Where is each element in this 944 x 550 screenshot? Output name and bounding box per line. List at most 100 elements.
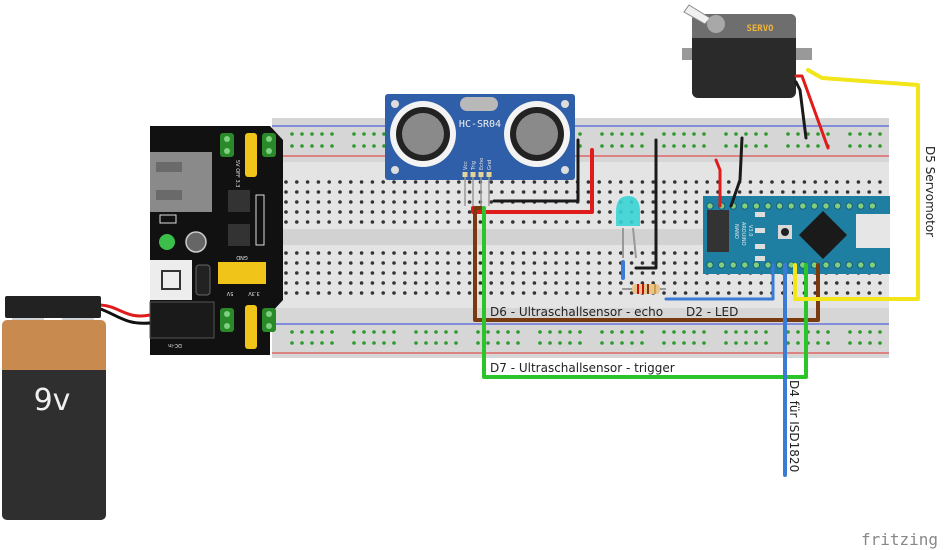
breadboard-hole bbox=[413, 291, 418, 295]
breadboard-hole bbox=[305, 180, 310, 184]
breadboard-hole bbox=[467, 271, 472, 275]
bottom-voltage-jumper[interactable] bbox=[245, 305, 257, 349]
breadboard-hole bbox=[630, 144, 634, 148]
breadboard-hole bbox=[802, 180, 807, 184]
breadboard-hole bbox=[640, 190, 645, 194]
breadboard-hole bbox=[744, 144, 748, 148]
breadboard-hole bbox=[338, 251, 342, 255]
breadboard-hole bbox=[349, 190, 353, 194]
wire-servo-power bbox=[794, 74, 830, 150]
mini-usb-port bbox=[856, 214, 890, 248]
sensor-pin-label: Vcc bbox=[463, 161, 469, 170]
breadboard-hole bbox=[600, 132, 604, 136]
breadboard-hole bbox=[597, 180, 601, 184]
breadboard-hole bbox=[414, 341, 418, 345]
breadboard-hole bbox=[548, 341, 552, 345]
nano-pins bbox=[706, 202, 877, 269]
breadboard-hole bbox=[597, 190, 601, 194]
breadboard-hole bbox=[310, 330, 314, 334]
breadboard-hole bbox=[554, 271, 558, 275]
breadboard-hole bbox=[806, 144, 810, 148]
breadboard-hole bbox=[724, 341, 728, 345]
breadboard-hole bbox=[457, 251, 461, 255]
breadboard-hole bbox=[290, 132, 294, 136]
breadboard-hole bbox=[662, 210, 666, 214]
breadboard-hole bbox=[359, 220, 364, 224]
breadboard-hole bbox=[424, 190, 429, 194]
breadboard-hole bbox=[316, 281, 321, 285]
breadboard-hole bbox=[496, 341, 500, 345]
breadboard-hole bbox=[816, 330, 820, 334]
breadboard-hole bbox=[716, 291, 720, 295]
breadboard-hole bbox=[435, 281, 440, 285]
breadboard-hole bbox=[786, 144, 790, 148]
breadboard-hole bbox=[352, 132, 356, 136]
breadboard-hole bbox=[467, 200, 472, 204]
breadboard-hole bbox=[457, 190, 461, 194]
breadboard-hole bbox=[597, 281, 601, 285]
sensor-pin-label: Echo bbox=[479, 158, 485, 170]
breadboard-hole bbox=[284, 291, 288, 295]
breadboard-hole bbox=[424, 281, 429, 285]
breadboard-hole bbox=[338, 281, 342, 285]
breadboard-hole bbox=[381, 220, 386, 224]
breadboard-hole bbox=[506, 341, 510, 345]
breadboard-hole bbox=[640, 281, 645, 285]
breadboard-hole bbox=[824, 190, 828, 194]
battery-body bbox=[2, 370, 106, 520]
breadboard-hole bbox=[457, 281, 461, 285]
board-name: ARDUINO bbox=[740, 222, 746, 246]
breadboard-hole bbox=[826, 132, 830, 136]
power-switch[interactable] bbox=[150, 260, 192, 300]
breadboard-hole bbox=[640, 341, 644, 345]
breadboard-hole bbox=[305, 190, 310, 194]
nano-top-pin-tx1 bbox=[868, 202, 877, 210]
breadboard-hole bbox=[381, 251, 386, 255]
breadboard-hole bbox=[300, 341, 304, 345]
breadboard-hole bbox=[878, 180, 882, 184]
breadboard-hole bbox=[454, 330, 458, 334]
breadboard-hole bbox=[630, 341, 634, 345]
breadboard-hole bbox=[424, 341, 428, 345]
breadboard-hole bbox=[467, 190, 472, 194]
breadboard-hole bbox=[651, 220, 655, 224]
breadboard-hole bbox=[835, 190, 839, 194]
breadboard-hole bbox=[619, 251, 623, 255]
breadboard-hole bbox=[349, 200, 353, 204]
top-voltage-jumper[interactable] bbox=[245, 133, 257, 177]
breadboard-hole bbox=[413, 251, 418, 255]
breadboard-hole bbox=[786, 330, 790, 334]
breadboard-hole bbox=[327, 190, 332, 194]
breadboard-hole bbox=[413, 190, 418, 194]
breadboard-hole bbox=[692, 330, 696, 334]
breadboard-hole bbox=[359, 180, 364, 184]
breadboard-hole bbox=[305, 271, 310, 275]
breadboard-hole bbox=[521, 180, 526, 184]
breadboard-hole bbox=[457, 200, 461, 204]
breadboard-hole bbox=[672, 341, 676, 345]
breadboard-hole bbox=[424, 291, 429, 295]
breadboard-hole bbox=[538, 330, 542, 334]
breadboard-hole bbox=[295, 200, 299, 204]
breadboard-hole bbox=[845, 291, 850, 295]
breadboard-hole bbox=[651, 180, 655, 184]
breadboard-hole bbox=[413, 180, 418, 184]
breadboard-hole bbox=[467, 180, 472, 184]
breadboard-hole bbox=[629, 251, 634, 255]
dc-jack-label: DC-in bbox=[168, 342, 182, 348]
breadboard-hole bbox=[500, 261, 504, 265]
breadboard-hole bbox=[370, 271, 375, 275]
breadboard-hole bbox=[597, 200, 601, 204]
breadboard-holes bbox=[284, 132, 882, 345]
breadboard-hole bbox=[532, 190, 537, 194]
breadboard-hole bbox=[759, 190, 763, 194]
breadboard-hole bbox=[446, 220, 450, 224]
breadboard-hole bbox=[694, 180, 699, 184]
breadboard-hole bbox=[640, 144, 644, 148]
nano-top-pin-d6 bbox=[775, 202, 784, 210]
breadboard-hole bbox=[651, 251, 655, 255]
breadboard-hole bbox=[754, 330, 758, 334]
breadboard-hole bbox=[330, 144, 334, 148]
nano-top-pin-d5 bbox=[787, 202, 795, 210]
